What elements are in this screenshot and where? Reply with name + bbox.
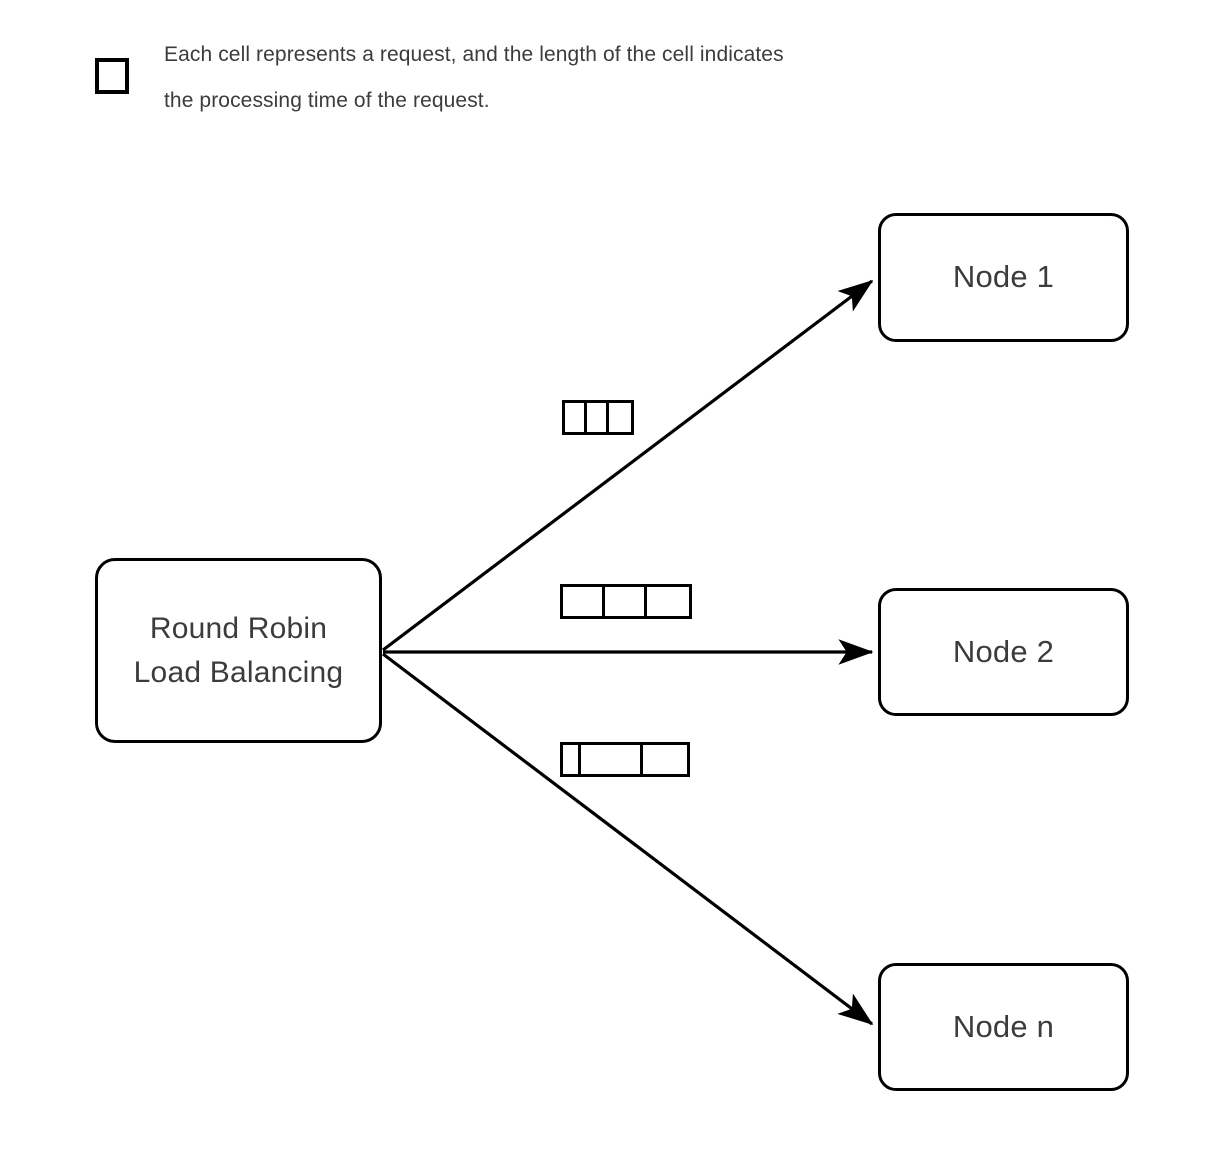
- request-cell: [647, 587, 689, 616]
- load-balancer-box[interactable]: Round Robin Load Balancing: [95, 558, 382, 743]
- request-cell: [605, 587, 647, 616]
- request-cell: [565, 403, 587, 432]
- node-1-label: Node 1: [952, 259, 1055, 295]
- request-queue-node-2: [560, 584, 692, 619]
- node-n-label: Node n: [952, 1008, 1055, 1044]
- request-cell: [563, 745, 581, 774]
- legend-caption: Each cell represents a request, and the …: [164, 43, 784, 112]
- request-queue-node-1: [562, 400, 634, 435]
- node-n-box[interactable]: Node n: [878, 963, 1129, 1091]
- request-queue-node-n: [560, 742, 690, 777]
- request-cell: [609, 403, 631, 432]
- legend: Each cell represents a request, and the …: [90, 32, 990, 132]
- load-balancer-label: Round Robin Load Balancing: [133, 612, 344, 689]
- request-cell: [587, 403, 609, 432]
- request-cell: [643, 745, 687, 774]
- request-cell: [563, 587, 605, 616]
- node-2-label: Node 2: [952, 633, 1055, 669]
- square-outline-icon: [95, 58, 129, 94]
- arrow-to-node-n: [382, 652, 874, 1026]
- node-2-box[interactable]: Node 2: [878, 588, 1129, 716]
- request-cell: [581, 745, 643, 774]
- node-1-box[interactable]: Node 1: [878, 213, 1129, 342]
